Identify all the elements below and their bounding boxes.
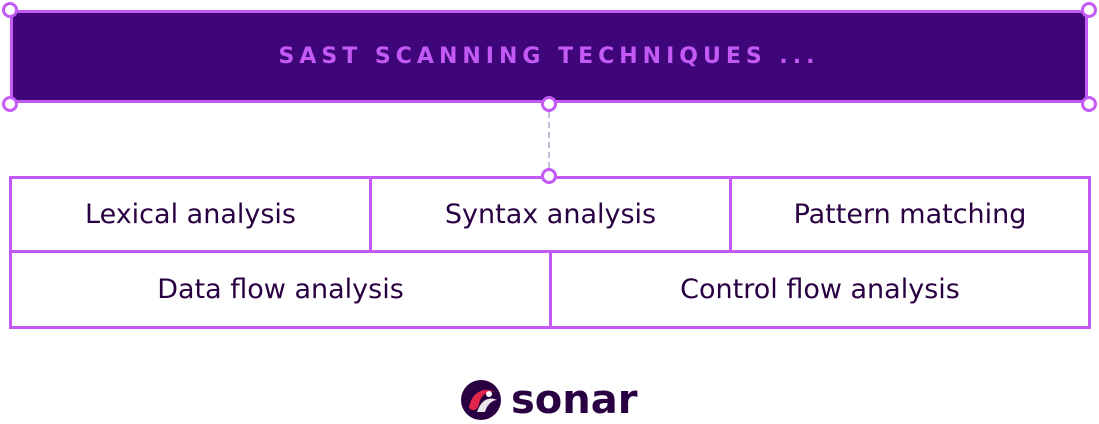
technique-label: Pattern matching xyxy=(793,199,1027,230)
technique-label: Lexical analysis xyxy=(85,199,296,230)
technique-lexical-analysis: Lexical analysis xyxy=(9,176,372,253)
corner-handle-bottom-right xyxy=(1081,96,1097,112)
sonar-emblem-icon xyxy=(461,380,501,420)
header-banner: SAST SCANNING TECHNIQUES ... xyxy=(10,10,1088,103)
technique-data-flow-analysis: Data flow analysis xyxy=(9,250,552,329)
corner-handle-top-left xyxy=(2,2,18,18)
corner-handle-top-right xyxy=(1081,2,1097,18)
sonar-logo: sonar xyxy=(459,378,637,422)
technique-label: Syntax analysis xyxy=(444,199,657,230)
connector-line xyxy=(548,112,550,168)
connector-handle-bottom xyxy=(541,168,557,184)
corner-handle-bottom-left xyxy=(2,96,18,112)
technique-control-flow-analysis: Control flow analysis xyxy=(549,250,1091,329)
technique-pattern-matching: Pattern matching xyxy=(729,176,1091,253)
connector-handle-top xyxy=(541,96,557,112)
technique-syntax-analysis: Syntax analysis xyxy=(369,176,732,253)
header-title: SAST SCANNING TECHNIQUES ... xyxy=(278,44,820,69)
technique-label: Data flow analysis xyxy=(157,274,404,305)
technique-label: Control flow analysis xyxy=(680,274,960,305)
logo-wordmark: sonar xyxy=(511,377,638,423)
